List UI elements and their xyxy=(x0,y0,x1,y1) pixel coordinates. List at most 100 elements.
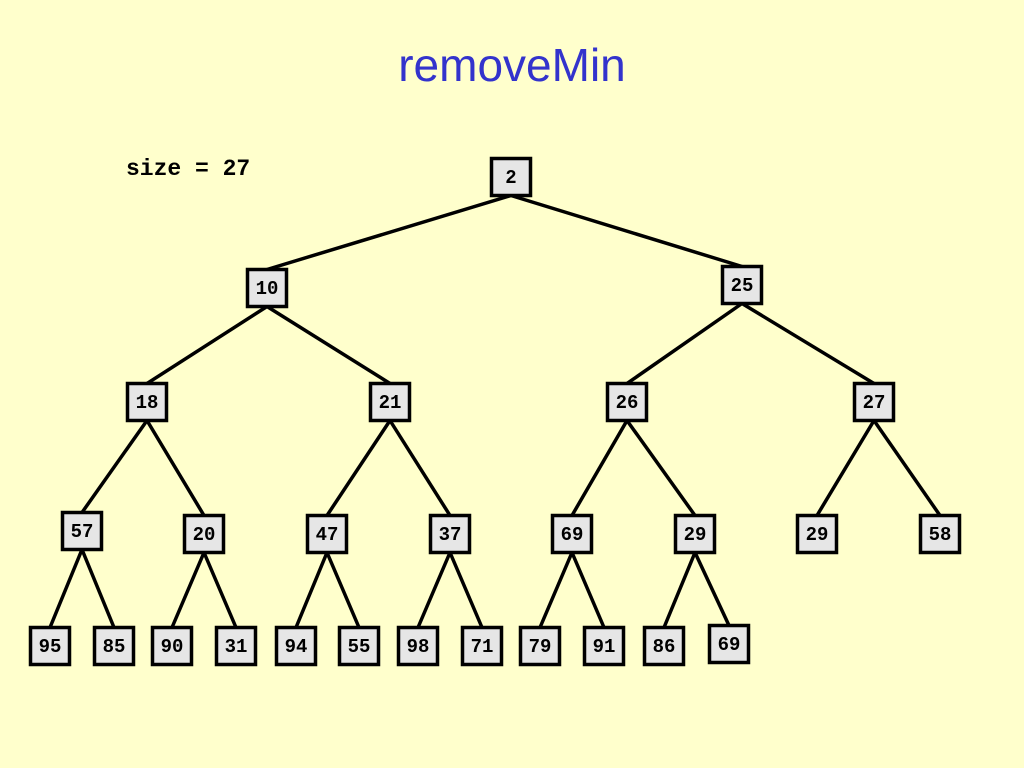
tree-node: 58 xyxy=(918,513,962,555)
node-box xyxy=(489,156,533,198)
size-label: size = 27 xyxy=(126,156,251,182)
node-value: 18 xyxy=(136,392,159,414)
node-box xyxy=(368,381,412,423)
node-value: 90 xyxy=(161,636,184,658)
node-value: 47 xyxy=(316,524,339,546)
tree-node: 91 xyxy=(582,625,626,667)
node-box xyxy=(642,625,686,667)
node-box xyxy=(720,264,764,306)
node-box xyxy=(582,625,626,667)
tree-edge xyxy=(625,419,697,517)
tree-node: 86 xyxy=(642,625,686,667)
node-value: 79 xyxy=(529,636,552,658)
tree-node: 18 xyxy=(125,381,169,423)
tree-node: 71 xyxy=(460,625,504,667)
tree-edge xyxy=(80,548,116,629)
node-value: 31 xyxy=(225,636,248,658)
node-value: 95 xyxy=(39,636,62,658)
tree-edge xyxy=(266,193,512,272)
node-box xyxy=(707,623,751,665)
node-value: 29 xyxy=(684,524,707,546)
tree-edge xyxy=(570,551,606,629)
tree-node: 90 xyxy=(150,625,194,667)
node-box xyxy=(337,625,381,667)
tree-node: 29 xyxy=(673,513,717,555)
tree-node: 57 xyxy=(60,510,104,552)
tree-node: 27 xyxy=(852,381,896,423)
tree-node: 31 xyxy=(214,625,258,667)
tree-edge xyxy=(48,548,84,629)
node-box xyxy=(852,381,896,423)
node-value: 21 xyxy=(379,392,402,414)
tree-edge xyxy=(872,419,942,517)
tree-edge xyxy=(146,305,268,385)
node-box xyxy=(396,625,440,667)
node-value: 29 xyxy=(806,524,829,546)
node-box xyxy=(918,513,962,555)
tree-edge xyxy=(388,419,452,517)
node-box xyxy=(274,625,318,667)
tree-node: 85 xyxy=(92,625,136,667)
node-box xyxy=(518,625,562,667)
tree-nodes: 2 10 25 18 21 26 27 57 20 47 37 69 29 29 58 95 85 90 31 94 5… xyxy=(28,156,962,667)
tree-node: 55 xyxy=(337,625,381,667)
tree-node: 26 xyxy=(605,381,649,423)
node-box xyxy=(428,513,472,555)
tree-edge xyxy=(815,419,876,517)
tree-edge xyxy=(170,551,206,629)
node-value: 25 xyxy=(731,275,754,297)
tree-edge xyxy=(145,419,206,517)
node-box xyxy=(28,625,72,667)
tree-edge xyxy=(570,419,629,517)
slide-title: removeMin xyxy=(398,39,626,91)
tree-node: 21 xyxy=(368,381,412,423)
node-value: 10 xyxy=(256,278,279,300)
node-box xyxy=(92,625,136,667)
node-value: 37 xyxy=(439,524,462,546)
tree-edge xyxy=(325,419,392,517)
node-value: 98 xyxy=(407,636,430,658)
node-box xyxy=(245,267,289,309)
tree-edge xyxy=(741,302,875,385)
tree-node: 98 xyxy=(396,625,440,667)
tree-node: 2 xyxy=(489,156,533,198)
node-value: 58 xyxy=(929,524,952,546)
node-box xyxy=(214,625,258,667)
tree-edge xyxy=(626,302,743,385)
tree-edge xyxy=(448,551,484,629)
tree-node: 29 xyxy=(795,513,839,555)
tree-edge xyxy=(325,551,361,629)
node-box xyxy=(60,510,104,552)
tree-edge xyxy=(294,551,329,629)
tree-node: 37 xyxy=(428,513,472,555)
tree-edge xyxy=(80,419,149,514)
node-box xyxy=(305,513,349,555)
node-value: 71 xyxy=(471,636,494,658)
tree-node: 20 xyxy=(182,513,226,555)
node-value: 20 xyxy=(193,524,216,546)
tree-node: 69 xyxy=(707,623,751,665)
tree-edge xyxy=(662,551,697,629)
node-value: 26 xyxy=(616,392,639,414)
node-value: 85 xyxy=(103,636,126,658)
tree-edge xyxy=(693,551,731,627)
node-box xyxy=(150,625,194,667)
tree-node: 95 xyxy=(28,625,72,667)
node-box xyxy=(460,625,504,667)
node-box xyxy=(673,513,717,555)
tree-edge xyxy=(416,551,452,629)
tree-node: 47 xyxy=(305,513,349,555)
tree-edge xyxy=(510,193,743,269)
tree-node: 79 xyxy=(518,625,562,667)
node-value: 91 xyxy=(593,636,616,658)
node-box xyxy=(182,513,226,555)
node-box xyxy=(125,381,169,423)
tree-node: 94 xyxy=(274,625,318,667)
node-value: 55 xyxy=(348,636,371,658)
tree-node: 25 xyxy=(720,264,764,306)
tree-edges xyxy=(48,193,942,629)
node-value: 69 xyxy=(718,634,741,656)
tree-edge xyxy=(266,305,391,385)
tree-edge xyxy=(202,551,238,629)
